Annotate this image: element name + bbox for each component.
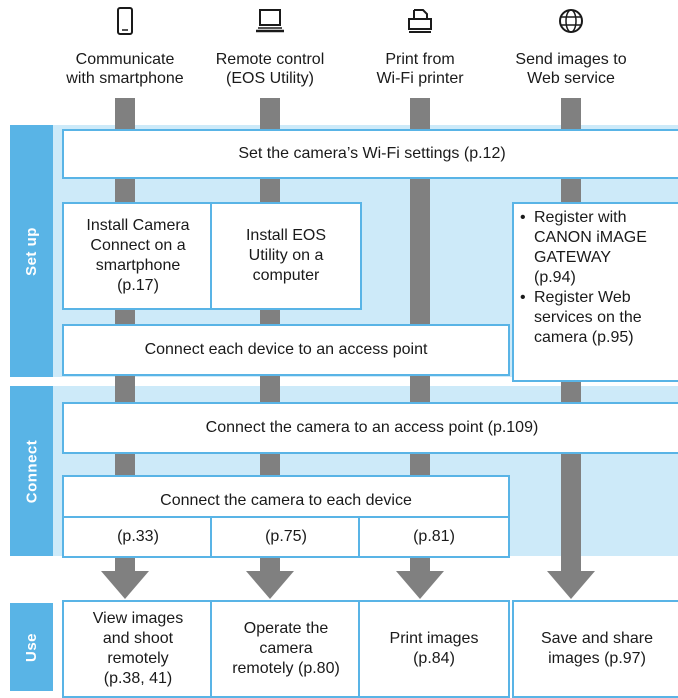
flow-arrowhead-smartphone: [101, 571, 149, 599]
ref-box-wifi-printer: (p.81): [358, 516, 510, 558]
ref-box-smartphone: (p.33): [62, 516, 214, 558]
globe-icon: [559, 9, 583, 33]
bullet-register-gateway: •Register with CANON iMAGE GATEWAY (p.94…: [520, 209, 647, 286]
flow-arrowhead-wifi-printer: [396, 571, 444, 599]
laptop-icon: [256, 9, 284, 33]
phase-connect: Connect: [10, 386, 53, 556]
connect-to-access-point-box: Connect each device to an access point: [62, 324, 510, 376]
camera-to-access-point-box: Connect the camera to an access point (p…: [62, 402, 678, 454]
web-service-registration-box: •Register with CANON iMAGE GATEWAY (p.94…: [512, 202, 678, 382]
smartphone-icon: [117, 7, 133, 35]
bullet-register-web-services: •Register Web services on the camera (p.…: [520, 289, 642, 346]
column-label-wifi-printer: Print from Wi-Fi printer: [376, 51, 464, 87]
column-label-remote-control: Remote control (EOS Utility): [215, 51, 325, 87]
view-images-box: View images and shoot remotely (p.38, 41…: [62, 600, 214, 698]
ref-box-remote-control: (p.75): [210, 516, 362, 558]
flow-arrowhead-remote-control: [246, 571, 294, 599]
column-label-smartphone: Communicate with smartphone: [66, 51, 184, 87]
printer-icon: [408, 9, 432, 33]
column-label-web-service: Send images to Web service: [515, 51, 627, 87]
print-images-box: Print images (p.84): [358, 600, 510, 698]
phase-setup: Set up: [10, 125, 53, 377]
wifi-settings-box: Set the camera’s Wi-Fi settings (p.12): [62, 129, 678, 179]
phase-use: Use: [10, 603, 53, 691]
install-eos-utility-box: Install EOS Utility on a computer: [210, 202, 362, 310]
operate-camera-box: Operate the camera remotely (p.80): [210, 600, 362, 698]
install-camera-connect-box: Install Camera Connect on a smartphone (…: [62, 202, 214, 310]
save-share-box: Save and share images (p.97): [512, 600, 678, 698]
flow-arrowhead-web-service: [547, 571, 595, 599]
